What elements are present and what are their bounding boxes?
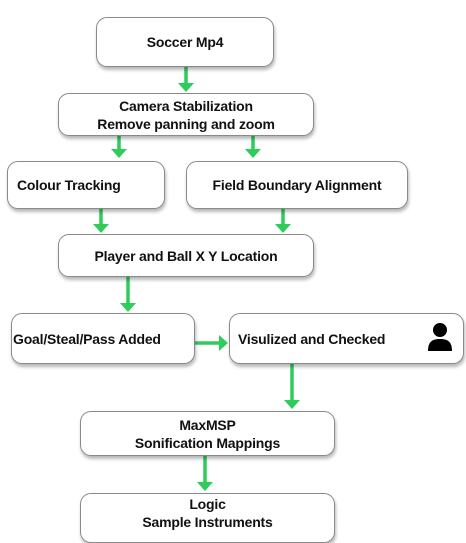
arrow-camera-to-colour bbox=[111, 136, 127, 158]
node-goal-steal-pass-added: Goal/Steal/Pass Added bbox=[11, 313, 195, 364]
node-line: Field Boundary Alignment bbox=[212, 177, 382, 193]
node-line: Remove panning and zoom bbox=[97, 115, 275, 132]
node-visualized-checked: Visulized and Checked bbox=[229, 313, 464, 364]
node-line: Sonification Mappings bbox=[134, 434, 281, 451]
arrow-soccer-to-camera bbox=[178, 67, 194, 92]
node-camera-stabilization: Camera Stabilization Remove panning and … bbox=[58, 93, 314, 136]
node-maxmsp: MaxMSP Sonification Mappings bbox=[80, 411, 335, 456]
arrow-maxmsp-to-logic bbox=[197, 456, 213, 491]
person-icon bbox=[428, 323, 452, 351]
arrow-goal-to-visual bbox=[195, 335, 228, 351]
arrow-visual-to-maxmsp bbox=[284, 364, 300, 409]
node-line: Player and Ball X Y Location bbox=[94, 247, 278, 264]
node-line: Logic bbox=[189, 496, 226, 512]
arrow-player-to-goal bbox=[120, 277, 136, 312]
node-line: Colour Tracking bbox=[17, 177, 121, 193]
node-line: Goal/Steal/Pass Added bbox=[13, 330, 161, 347]
node-line: MaxMSP bbox=[179, 416, 236, 433]
node-line: Visulized and Checked bbox=[238, 330, 386, 347]
node-colour-tracking: Colour Tracking bbox=[7, 161, 165, 209]
node-line: Sample Instruments bbox=[142, 514, 273, 530]
node-soccer-mp4: Soccer Mp4 bbox=[96, 17, 274, 67]
node-field-boundary-alignment: Field Boundary Alignment bbox=[186, 161, 408, 209]
node-line: Camera Stabilization bbox=[119, 97, 253, 114]
arrow-camera-to-field bbox=[245, 136, 261, 158]
node-line: Soccer Mp4 bbox=[146, 34, 224, 50]
node-player-ball-location: Player and Ball X Y Location bbox=[58, 234, 314, 277]
arrow-field-to-player bbox=[275, 206, 291, 233]
node-logic: Logic Sample Instruments bbox=[80, 493, 335, 543]
